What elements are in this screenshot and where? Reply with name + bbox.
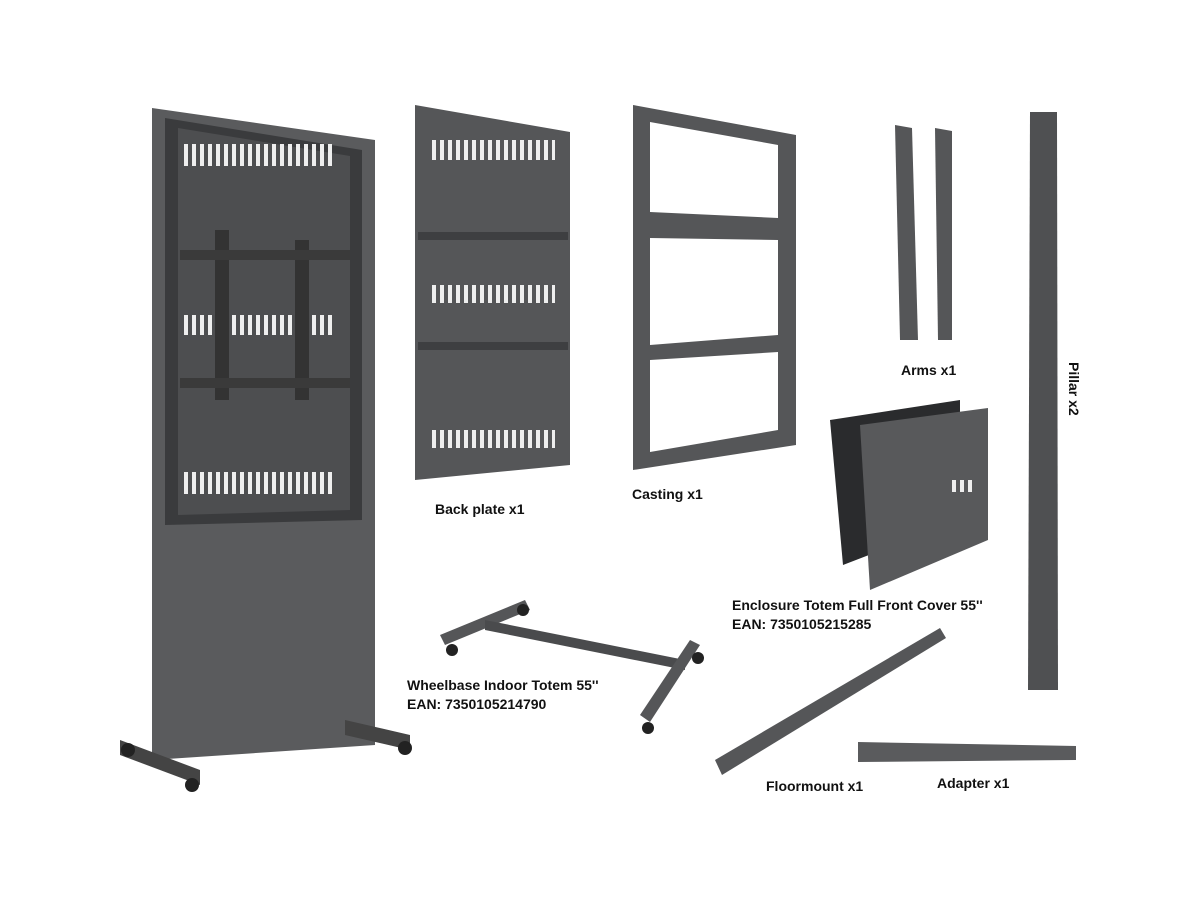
enclosure-label: Enclosure Totem Full Front Cover 55'' EA… (732, 596, 983, 634)
arms-label: Arms x1 (901, 362, 957, 378)
back-plate-label: Back plate x1 (435, 501, 525, 517)
wheelbase-ean: EAN: 7350105214790 (407, 696, 547, 712)
enclosure-title: Enclosure Totem Full Front Cover 55'' (732, 597, 983, 613)
wheelbase-title: Wheelbase Indoor Totem 55'' (407, 677, 599, 693)
back-plate (415, 105, 570, 480)
floormount-label: Floormount x1 (766, 778, 864, 794)
arms (895, 125, 952, 340)
casting-label: Casting x1 (632, 486, 703, 502)
wheelbase (440, 600, 704, 734)
enclosure-cover (830, 400, 988, 590)
assembled-totem (120, 108, 412, 792)
floormount (715, 628, 946, 775)
enclosure-ean: EAN: 7350105215285 (732, 616, 872, 632)
adapter (858, 742, 1076, 762)
pillar-label: Pillar x2 (1066, 362, 1082, 416)
casting-frame (633, 105, 796, 470)
adapter-label: Adapter x1 (937, 775, 1010, 791)
wheelbase-label: Wheelbase Indoor Totem 55'' EAN: 7350105… (407, 676, 599, 714)
pillar (1028, 112, 1058, 690)
